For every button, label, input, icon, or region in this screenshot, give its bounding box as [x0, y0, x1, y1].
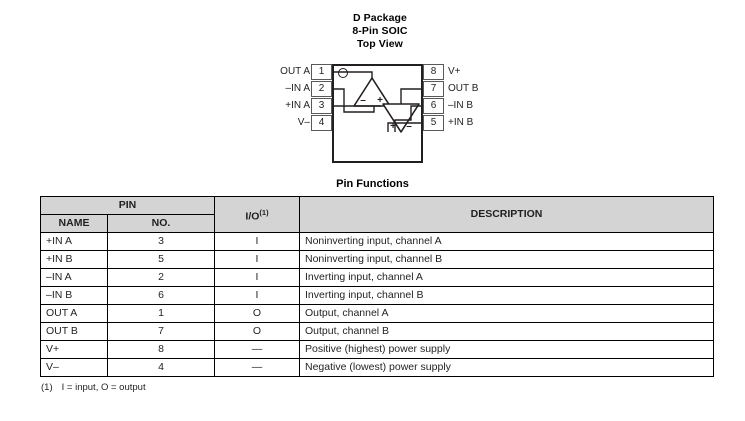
pin-1-notch-icon [338, 68, 348, 78]
footnote-marker: (1) [41, 382, 53, 393]
cell-name: OUT A [40, 304, 108, 323]
pin-box-4: 4 [311, 115, 332, 131]
internal-schematic: – + + – [332, 71, 423, 133]
table-header: PIN I/O(1) DESCRIPTION NAME NO. [40, 196, 714, 233]
cell-io: I [214, 232, 300, 251]
header-description: DESCRIPTION [299, 196, 714, 233]
pin-box-7: 7 [423, 81, 444, 97]
pin-box-5: 5 [423, 115, 444, 131]
pin-label-plus-in-b: +IN B [448, 117, 474, 128]
cell-io: I [214, 286, 300, 305]
cell-description: Inverting input, channel A [299, 268, 714, 287]
cell-no: 2 [107, 268, 215, 287]
pin-functions-title: Pin Functions [336, 178, 409, 190]
pin-box-6: 6 [423, 98, 444, 114]
cell-description: Positive (highest) power supply [299, 340, 714, 359]
amp-b-plus-sign: + [390, 121, 396, 132]
package-title-line-3: Top View [357, 38, 403, 50]
cell-io: I [214, 250, 300, 269]
cell-description: Output, channel B [299, 322, 714, 341]
cell-name: OUT B [40, 322, 108, 341]
cell-name: +IN A [40, 232, 108, 251]
footnote-text: I = input, O = output [61, 382, 146, 393]
package-diagram: D Package 8-Pin SOIC Top View – + + – [0, 0, 745, 176]
pin-label-v-plus: V+ [448, 66, 461, 77]
package-title-line-2: 8-Pin SOIC [352, 25, 408, 37]
cell-name: –IN A [40, 268, 108, 287]
package-drawing: – + + – 1 2 3 4 OUT A –IN A +IN A V– [268, 58, 498, 170]
cell-description: Output, channel A [299, 304, 714, 323]
cell-name: –IN B [40, 286, 108, 305]
pin-label-minus-in-b: –IN B [448, 100, 474, 111]
cell-description: Inverting input, channel B [299, 286, 714, 305]
cell-description: Noninverting input, channel B [299, 250, 714, 269]
table-row: V–4—Negative (lowest) power supply [40, 358, 714, 377]
pin-box-2: 2 [311, 81, 332, 97]
cell-name: +IN B [40, 250, 108, 269]
pin-label-minus-in-a: –IN A [285, 83, 310, 94]
cell-no: 7 [107, 322, 215, 341]
pin-label-out-a: OUT A [280, 66, 310, 77]
table-footnote: (1) I = input, O = output [41, 382, 146, 393]
header-name: NAME [40, 214, 108, 233]
header-no: NO. [107, 214, 215, 233]
cell-io: O [214, 304, 300, 323]
cell-name: V+ [40, 340, 108, 359]
cell-no: 1 [107, 304, 215, 323]
cell-io: I [214, 268, 300, 287]
package-title-line-1: D Package [352, 12, 407, 24]
pin-label-out-b: OUT B [448, 83, 479, 94]
header-pin-group: PIN [40, 196, 215, 215]
amp-b-minus-sign: – [406, 121, 412, 132]
cell-name: V– [40, 358, 108, 377]
cell-io: — [214, 340, 300, 359]
cell-description: Noninverting input, channel A [299, 232, 714, 251]
pin-box-3: 3 [311, 98, 332, 114]
pin-label-plus-in-a: +IN A [285, 100, 310, 111]
cell-no: 4 [107, 358, 215, 377]
pin-box-1: 1 [311, 64, 332, 80]
cell-no: 3 [107, 232, 215, 251]
pin-label-v-minus: V– [297, 117, 310, 128]
cell-description: Negative (lowest) power supply [299, 358, 714, 377]
header-io-label: I/O [245, 210, 260, 223]
cell-io: O [214, 322, 300, 341]
pin-box-8: 8 [423, 64, 444, 80]
table-header-row-1: PIN I/O(1) DESCRIPTION [40, 196, 714, 233]
cell-no: 6 [107, 286, 215, 305]
header-io-footnote-marker: (1) [259, 207, 269, 217]
cell-io: — [214, 358, 300, 377]
package-title: D Package 8-Pin SOIC Top View [272, 12, 488, 51]
cell-no: 8 [107, 340, 215, 359]
table-header-row-2: NAME NO. [40, 214, 714, 233]
amp-a-plus-sign: + [377, 95, 383, 106]
header-io: I/O(1) [214, 196, 300, 233]
table-row: V+8—Positive (highest) power supply [40, 340, 714, 359]
amp-a-minus-sign: – [360, 95, 366, 106]
cell-no: 5 [107, 250, 215, 269]
